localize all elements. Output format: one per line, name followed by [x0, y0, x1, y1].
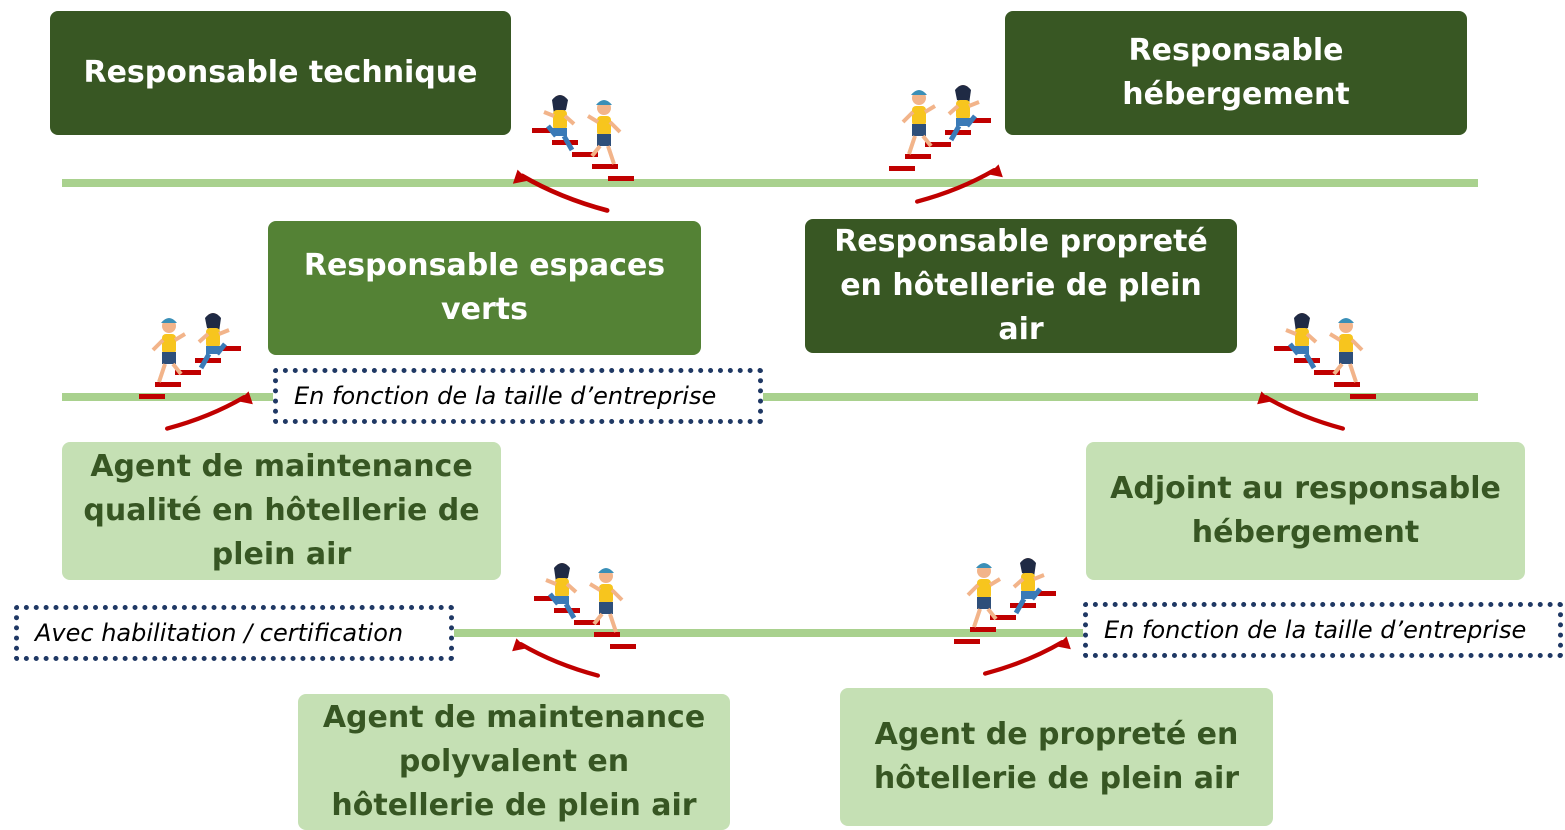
box-responsable-proprete: Responsable propreté en hôtellerie de pl… [805, 219, 1237, 353]
note-taille-entreprise-1: En fonction de la taille d’entreprise [273, 368, 763, 424]
curved-arrow-icon [1250, 385, 1350, 435]
curved-arrow-icon [910, 158, 1010, 208]
box-agent-maintenance-qualite: Agent de maintenance qualité en hôteller… [62, 442, 501, 580]
box-responsable-espaces-verts: Responsable espaces verts [268, 221, 701, 355]
box-responsable-hebergement: Responsable hébergement [1005, 11, 1467, 135]
curved-arrow-icon [160, 385, 260, 435]
box-agent-maintenance-polyvalent: Agent de maintenance polyvalent en hôtel… [298, 694, 730, 830]
curved-arrow-icon [505, 165, 615, 215]
curved-arrow-icon [505, 632, 605, 682]
curved-arrow-icon [978, 630, 1078, 680]
level-line-middle [62, 393, 1478, 401]
box-adjoint-responsable-hebergement: Adjoint au responsable hébergement [1086, 442, 1525, 580]
note-habilitation: Avec habilitation / certification [14, 605, 454, 661]
note-taille-entreprise-2: En fonction de la taille d’entreprise [1083, 602, 1563, 658]
level-line-top [62, 179, 1478, 187]
box-agent-proprete: Agent de propreté en hôtellerie de plein… [840, 688, 1273, 826]
box-responsable-technique: Responsable technique [50, 11, 511, 135]
level-line-bottom [420, 629, 1110, 637]
